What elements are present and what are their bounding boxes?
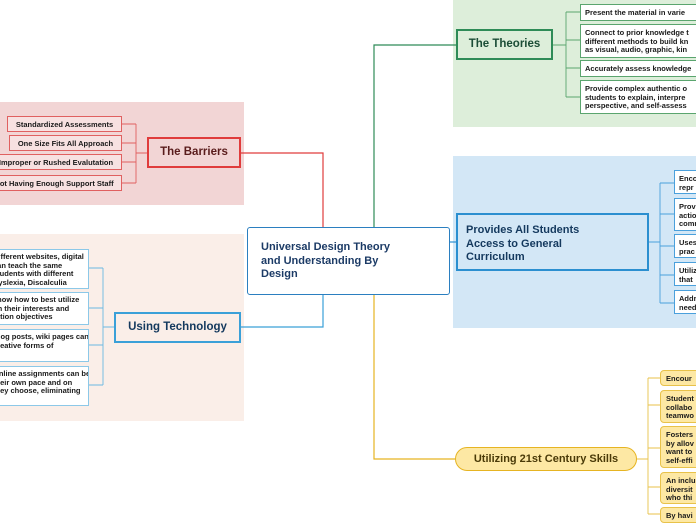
technology-leaf-2[interactable]: know how to best utilize on their intere… (0, 292, 89, 325)
connector-barriers (240, 152, 324, 228)
barriers-node[interactable]: The Barriers (147, 137, 241, 168)
access-leaf-3[interactable]: Uses prac (674, 234, 696, 258)
technology-leaf-1[interactable]: Different websites, digital can teach th… (0, 249, 89, 289)
theories-leaf-4[interactable]: Provide complex authentic o students to … (580, 80, 696, 114)
connector-technology (240, 295, 324, 328)
barriers-leaf-1[interactable]: Standardized Assessments (7, 116, 122, 132)
access-leaf-5[interactable]: Addr need (674, 290, 696, 314)
central-line-2: and Understanding By (261, 254, 379, 267)
theories-leaf-1[interactable]: Present the material in varie (580, 4, 696, 21)
technology-leaf-4[interactable]: Online assignments can be their own pace… (0, 366, 89, 406)
technology-node[interactable]: Using Technology (114, 312, 241, 343)
theories-node[interactable]: The Theories (456, 29, 553, 60)
technology-title: Using Technology (128, 321, 227, 333)
access-leaf-4[interactable]: Utiliz that (674, 262, 696, 286)
technology-leaf-3[interactable]: Blog posts, wiki pages can creative form… (0, 329, 89, 362)
connector-skills (373, 295, 456, 460)
central-line-1: Universal Design Theory (261, 241, 390, 253)
theories-leaf-3[interactable]: Accurately assess knowledge (580, 60, 696, 77)
skills-title: Utilizing 21st Century Skills (473, 453, 619, 465)
barriers-leaf-3[interactable]: Improper or Rushed Evalutation (0, 154, 122, 170)
central-topic[interactable]: Universal Design Theory and Understandin… (247, 227, 450, 295)
theories-leaf-2[interactable]: Connect to prior knowledge t different m… (580, 24, 696, 58)
access-title-line-3: Curriculum (466, 251, 525, 263)
access-leaf-2[interactable]: Prov actio comm (674, 198, 696, 231)
access-title-line-2: Access to General (466, 237, 562, 250)
skills-leaf-3[interactable]: Fosters by allov want to self-effi (660, 426, 696, 468)
skills-leaf-4[interactable]: An inclu diversit who thi (660, 472, 696, 504)
access-leaf-1[interactable]: Enco repr (674, 170, 696, 194)
connector-theories (373, 44, 456, 228)
skills-leaf-2[interactable]: Student collabo teamwo (660, 390, 696, 423)
barriers-leaf-2[interactable]: One Size Fits All Approach (9, 135, 122, 151)
access-title-line-1: Provides All Students (466, 224, 580, 236)
barriers-title: The Barriers (160, 146, 228, 158)
central-line-3: Design (261, 268, 298, 280)
theories-title: The Theories (468, 38, 541, 50)
skills-leaf-5[interactable]: By havi (660, 507, 696, 523)
access-node[interactable]: Provides All Students Access to General … (456, 213, 649, 271)
skills-leaf-1[interactable]: Encour (660, 370, 696, 386)
skills-node[interactable]: Utilizing 21st Century Skills (455, 447, 637, 471)
barriers-leaf-4[interactable]: Not Having Enough Support Staff (0, 175, 122, 191)
